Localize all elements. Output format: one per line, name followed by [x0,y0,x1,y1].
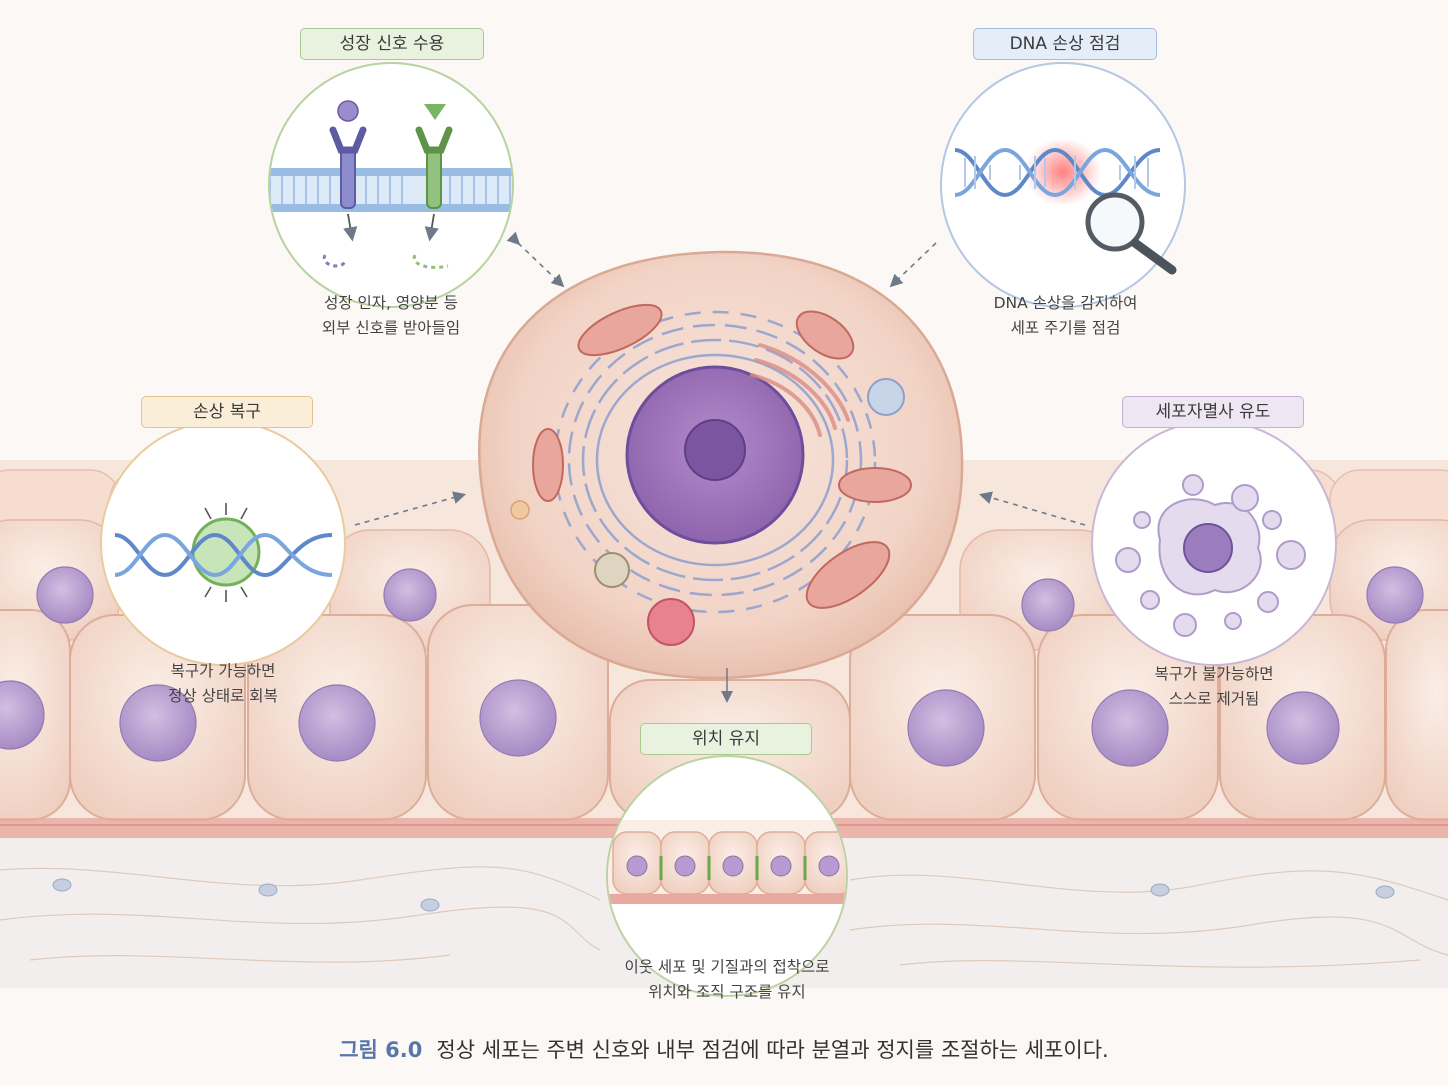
growth-signal-desc-line: 외부 신호를 받아들임 [321,319,461,337]
connector-arrows [354,231,1086,526]
repair-desc-line: 정상 상태로 회복 [168,687,278,705]
position-title: 위치 유지 [640,723,812,755]
repair-description: 복구가 가능하면 정상 상태로 회복 [103,659,343,709]
figure-number: 그림 6.0 [339,1038,423,1062]
growth-signal-description: 성장 인자, 영양분 등 외부 신호를 받아들임 [271,291,511,341]
dna-helix-icon [114,532,333,578]
growth-signal-panel [268,62,514,308]
figure-caption: 그림 6.0 정상 세포는 주변 신호와 내부 점검에 따라 분열과 정지를 조절… [0,1034,1448,1064]
position-desc-line: 위치와 조직 구조를 유지 [648,983,806,1001]
apoptosis-description: 복구가 불가능하면 스스로 제거됨 [1094,662,1334,712]
receptor-icon [329,100,367,242]
growth-signal-title: 성장 신호 수용 [300,28,484,60]
apoptosis-desc-line: 스스로 제거됨 [1168,690,1260,708]
growth-signal-desc-line: 성장 인자, 영양분 등 [324,294,458,312]
position-desc-line: 이웃 세포 및 기질과의 접착으로 [624,958,830,976]
position-description: 이웃 세포 및 기질과의 접착으로 위치와 조직 구조를 유지 [577,955,877,1005]
dna-check-panel [940,62,1186,308]
repair-title: 손상 복구 [141,396,313,428]
dna-check-title: DNA 손상 점검 [973,28,1157,60]
magnifier-icon [1085,192,1177,275]
repair-panel [100,420,346,666]
figure-caption-text: 정상 세포는 주변 신호와 내부 점검에 따라 분열과 정지를 조절하는 세포이… [436,1038,1109,1062]
receptor-icon [415,104,453,242]
position-panel [606,755,848,997]
repair-desc-line: 복구가 가능하면 [170,662,276,680]
dna-check-desc-line: 세포 주기를 점검 [1010,319,1121,337]
apoptosis-panel [1091,420,1337,666]
apoptosis-desc-line: 복구가 불가능하면 [1154,665,1274,683]
dna-check-description: DNA 손상을 감지하여 세포 주기를 점검 [943,291,1188,341]
apoptosis-title: 세포자멸사 유도 [1122,396,1304,428]
dna-check-desc-line: DNA 손상을 감지하여 [993,294,1138,312]
dna-helix-icon [954,147,1161,198]
central-cell [477,250,964,703]
